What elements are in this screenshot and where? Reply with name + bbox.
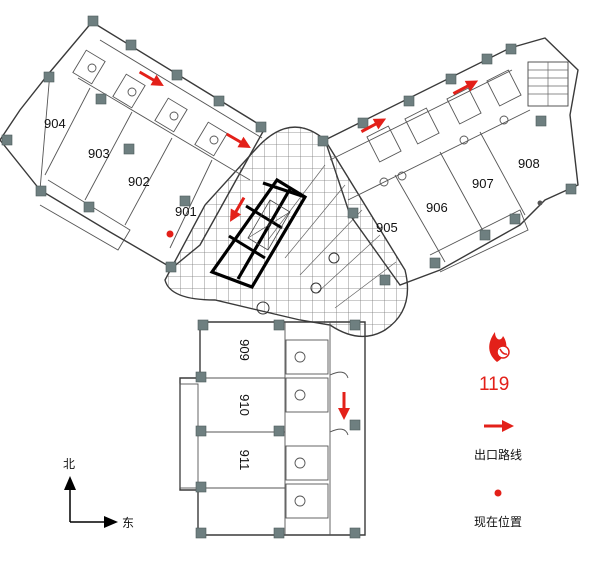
exit-arrow xyxy=(230,196,246,222)
exit-arrow xyxy=(338,392,350,420)
wing-south xyxy=(179,319,366,539)
legend: 119 出口路线 现在位置 xyxy=(474,332,522,529)
room-label-907: 907 xyxy=(472,176,494,191)
east-arrow-icon xyxy=(70,516,118,528)
room-label-905: 905 xyxy=(376,220,398,235)
emergency-number: 119 xyxy=(479,374,509,395)
exit-route-legend-arrow xyxy=(484,420,514,432)
room-labels: 904 903 902 901 905 906 907 908 909 910 … xyxy=(44,116,540,470)
room-label-910: 910 xyxy=(237,394,252,416)
exit-route-label: 出口路线 xyxy=(474,447,522,462)
exit-route-arrows xyxy=(138,70,479,420)
room-label-908: 908 xyxy=(518,156,540,171)
current-location-legend-dot xyxy=(494,489,502,497)
room-label-902: 902 xyxy=(128,174,150,189)
fire-phone-icon xyxy=(489,332,510,362)
elevator-core xyxy=(209,177,308,289)
exit-arrow xyxy=(360,118,387,133)
north-label: 北 xyxy=(63,457,75,471)
exit-arrow xyxy=(138,70,164,86)
current-location-marker xyxy=(166,230,174,238)
northeast-stairwell xyxy=(527,61,569,107)
exit-arrow xyxy=(452,80,479,95)
compass: 北 东 xyxy=(63,457,134,530)
current-location-label: 现在位置 xyxy=(474,514,522,529)
room-label-903: 903 xyxy=(88,146,110,161)
room-label-911: 911 xyxy=(237,450,252,471)
east-label: 东 xyxy=(122,516,134,530)
north-arrow-icon xyxy=(64,476,76,522)
wing-northwest xyxy=(0,15,267,273)
exit-arrow xyxy=(225,132,251,148)
room-label-906: 906 xyxy=(426,200,448,215)
wing-northeast xyxy=(317,37,579,286)
room-label-904: 904 xyxy=(44,116,66,131)
room-label-901: 901 xyxy=(175,204,197,219)
room-label-909: 909 xyxy=(237,339,252,361)
